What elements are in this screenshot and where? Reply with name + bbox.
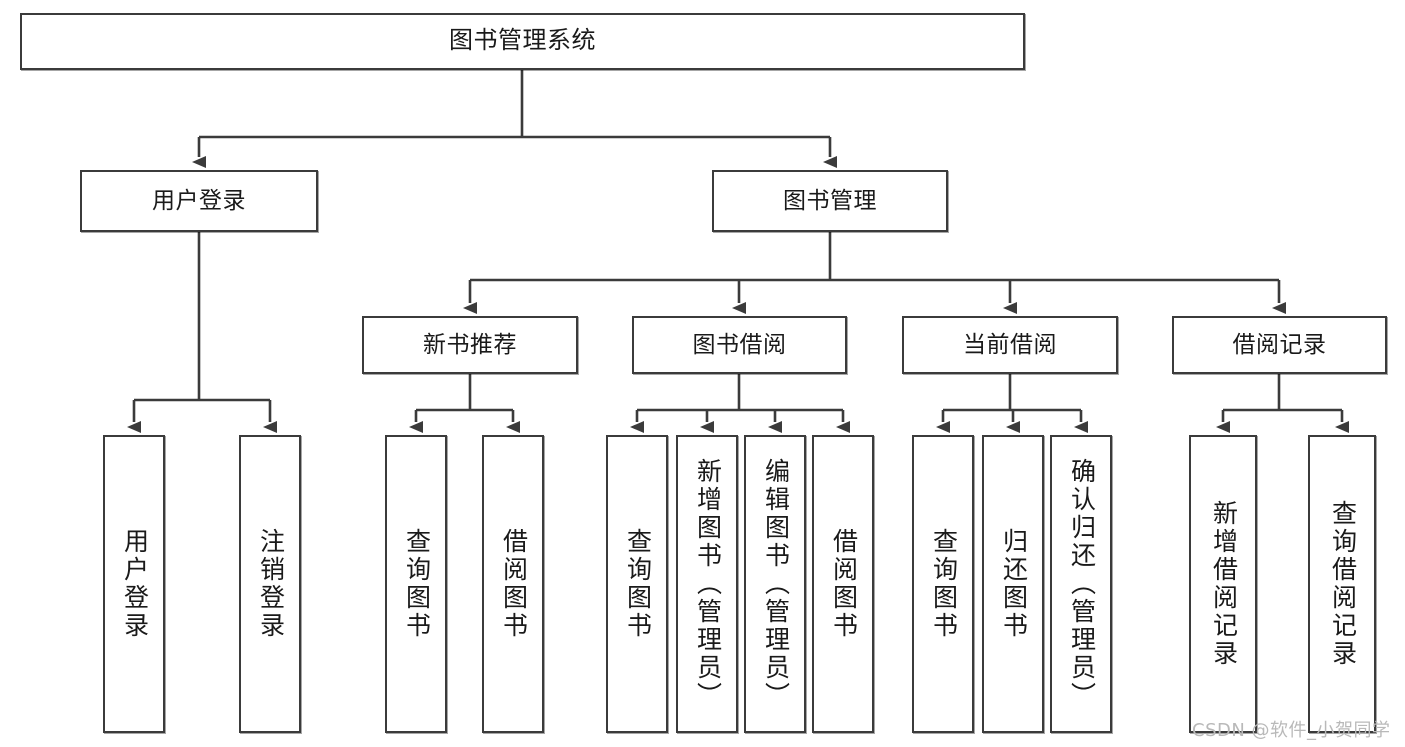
node-leaf-add-book-admin[interactable]: 新增图书（管理员） xyxy=(676,435,738,733)
node-leaf-query-book-1[interactable]: 查询图书 xyxy=(385,435,447,733)
node-leaf-query-borrow-record[interactable]: 查询借阅记录 xyxy=(1308,435,1376,733)
watermark-text: CSDN @软件_小贺同学 xyxy=(1192,720,1391,741)
node-leaf-query-book-2-label: 查询图书 xyxy=(623,528,652,640)
node-leaf-user-login-label: 用户登录 xyxy=(120,528,149,640)
node-leaf-user-login[interactable]: 用户登录 xyxy=(103,435,165,733)
node-root-system[interactable]: 图书管理系统 xyxy=(20,13,1025,70)
node-book-management[interactable]: 图书管理 xyxy=(712,170,948,232)
node-leaf-logout-login-label: 注销登录 xyxy=(256,528,285,640)
node-leaf-edit-book-admin-label: 编辑图书（管理员） xyxy=(761,458,790,710)
node-leaf-query-borrow-record-label: 查询借阅记录 xyxy=(1328,500,1357,668)
node-user-login-label: 用户登录 xyxy=(152,187,246,214)
node-current-borrow-label: 当前借阅 xyxy=(963,331,1057,358)
node-current-borrow[interactable]: 当前借阅 xyxy=(902,316,1118,374)
node-book-borrow[interactable]: 图书借阅 xyxy=(632,316,847,374)
node-leaf-query-book-3[interactable]: 查询图书 xyxy=(912,435,974,733)
node-leaf-logout-login[interactable]: 注销登录 xyxy=(239,435,301,733)
node-leaf-borrow-book-1-label: 借阅图书 xyxy=(499,528,528,640)
node-borrow-record-label: 借阅记录 xyxy=(1232,331,1327,358)
node-new-book-recommend[interactable]: 新书推荐 xyxy=(362,316,578,374)
node-leaf-confirm-return-admin[interactable]: 确认归还（管理员） xyxy=(1050,435,1112,733)
node-book-borrow-label: 图书借阅 xyxy=(692,331,787,358)
node-leaf-add-borrow-record[interactable]: 新增借阅记录 xyxy=(1189,435,1257,733)
node-leaf-query-book-2[interactable]: 查询图书 xyxy=(606,435,668,733)
node-leaf-borrow-book-2-label: 借阅图书 xyxy=(829,528,858,640)
node-leaf-return-book-label: 归还图书 xyxy=(999,528,1028,640)
node-leaf-add-borrow-record-label: 新增借阅记录 xyxy=(1209,500,1238,668)
node-leaf-add-book-admin-label: 新增图书（管理员） xyxy=(693,458,722,710)
node-new-book-recommend-label: 新书推荐 xyxy=(423,331,517,358)
node-leaf-borrow-book-2[interactable]: 借阅图书 xyxy=(812,435,874,733)
node-borrow-record[interactable]: 借阅记录 xyxy=(1172,316,1387,374)
node-leaf-confirm-return-admin-label: 确认归还（管理员） xyxy=(1067,458,1096,710)
node-leaf-return-book[interactable]: 归还图书 xyxy=(982,435,1044,733)
node-book-management-label: 图书管理 xyxy=(783,187,877,214)
node-user-login[interactable]: 用户登录 xyxy=(80,170,318,232)
node-leaf-query-book-1-label: 查询图书 xyxy=(402,528,431,640)
node-root-system-label: 图书管理系统 xyxy=(449,27,596,55)
node-leaf-edit-book-admin[interactable]: 编辑图书（管理员） xyxy=(744,435,806,733)
node-leaf-query-book-3-label: 查询图书 xyxy=(929,528,958,640)
node-leaf-borrow-book-1[interactable]: 借阅图书 xyxy=(482,435,544,733)
